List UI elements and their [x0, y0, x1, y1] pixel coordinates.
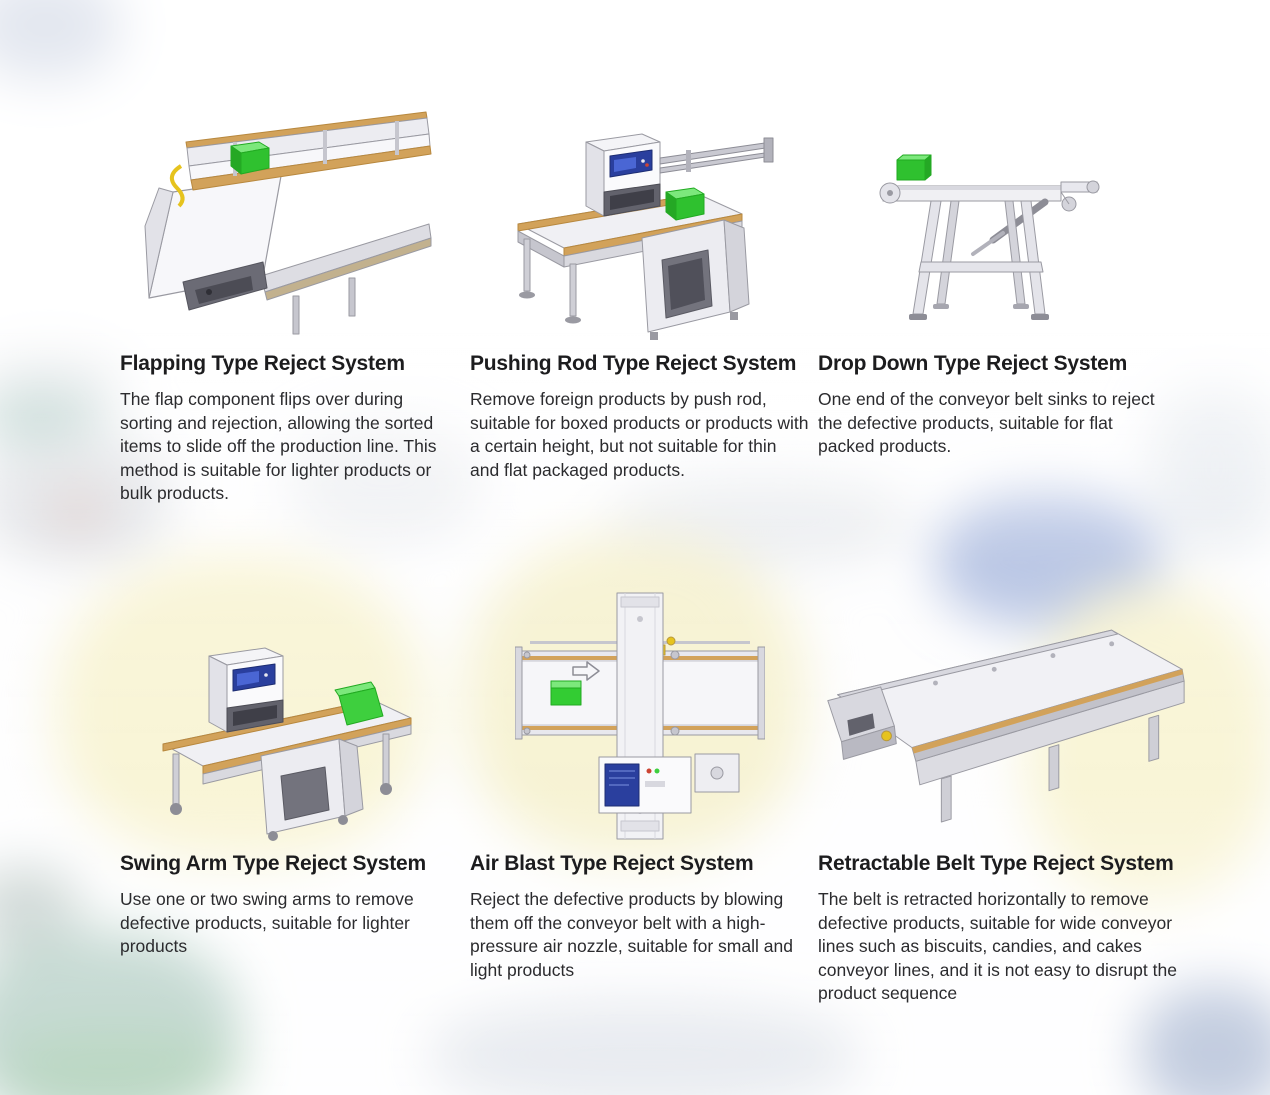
card-retractable-belt-type: Retractable Belt Type Reject System The …: [818, 582, 1190, 1006]
card-swing-arm-type: Swing Arm Type Reject System Use one or …: [120, 582, 456, 959]
flapping-type-machine-illustration: [120, 92, 456, 344]
card-description: Reject the defective products by blowing…: [470, 889, 793, 980]
card-description: Remove foreign products by push rod, sui…: [470, 389, 809, 480]
card-title: Drop Down Type Reject System: [818, 352, 1128, 375]
drop-down-machine-render: [879, 154, 1100, 320]
card-drop-down-type: Drop Down Type Reject System One end of …: [818, 92, 1158, 459]
retractable-belt-machine-render: [827, 629, 1185, 823]
card-title: Retractable Belt Type Reject System: [818, 852, 1174, 875]
drop-down-type-machine-illustration: [818, 92, 1158, 344]
flapping-machine-render: [144, 111, 432, 335]
card-pushing-rod-type: Pushing Rod Type Reject System Remove fo…: [470, 92, 810, 482]
card-description: The belt is retracted horizontally to re…: [818, 889, 1177, 1003]
pushing-rod-type-machine-illustration: [470, 92, 810, 344]
card-flapping-type: Flapping Type Reject System The flap com…: [120, 92, 456, 506]
swing-arm-type-machine-illustration: [120, 582, 456, 844]
card-title: Flapping Type Reject System: [120, 352, 405, 375]
swing-arm-machine-render: [162, 647, 412, 841]
card-title: Pushing Rod Type Reject System: [470, 352, 797, 375]
card-air-blast-type: Air Blast Type Reject System Reject the …: [470, 582, 810, 982]
card-description: Use one or two swing arms to remove defe…: [120, 889, 414, 956]
card-description: The flap component flips over during sor…: [120, 389, 437, 503]
air-blast-type-machine-illustration: [470, 582, 810, 844]
card-description: One end of the conveyor belt sinks to re…: [818, 389, 1155, 456]
card-title: Swing Arm Type Reject System: [120, 852, 426, 875]
card-title: Air Blast Type Reject System: [470, 852, 754, 875]
pushing-rod-machine-render: [517, 133, 774, 340]
air-blast-machine-render: [515, 592, 765, 840]
retractable-belt-type-machine-illustration: [818, 582, 1190, 844]
